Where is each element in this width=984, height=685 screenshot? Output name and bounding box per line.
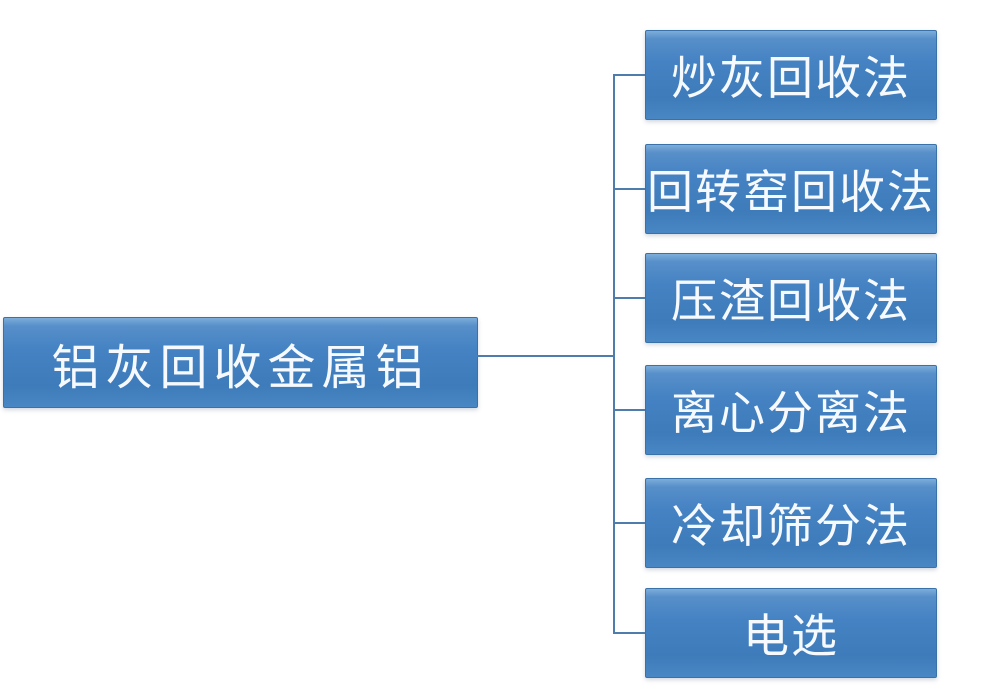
connector-stub-5 [613,522,646,524]
node-child-lixin: 离心分离法 [645,365,937,455]
node-child-lengque: 冷却筛分法 [645,478,937,568]
connector-stub-3 [613,297,646,299]
node-root: 铝灰回收金属铝 [3,317,478,408]
connector-stub-1 [613,74,646,76]
connector-stub-2 [613,188,646,190]
node-child-dianxuan: 电选 [645,588,937,678]
node-child-yazha: 压渣回收法 [645,253,937,343]
node-child-chaohui: 炒灰回收法 [645,30,937,120]
connector-root-line [477,355,614,357]
connector-stub-4 [613,409,646,411]
node-child-huizhuanyao: 回转窑回收法 [645,144,937,234]
connector-trunk [613,74,615,634]
connector-stub-6 [613,632,646,634]
